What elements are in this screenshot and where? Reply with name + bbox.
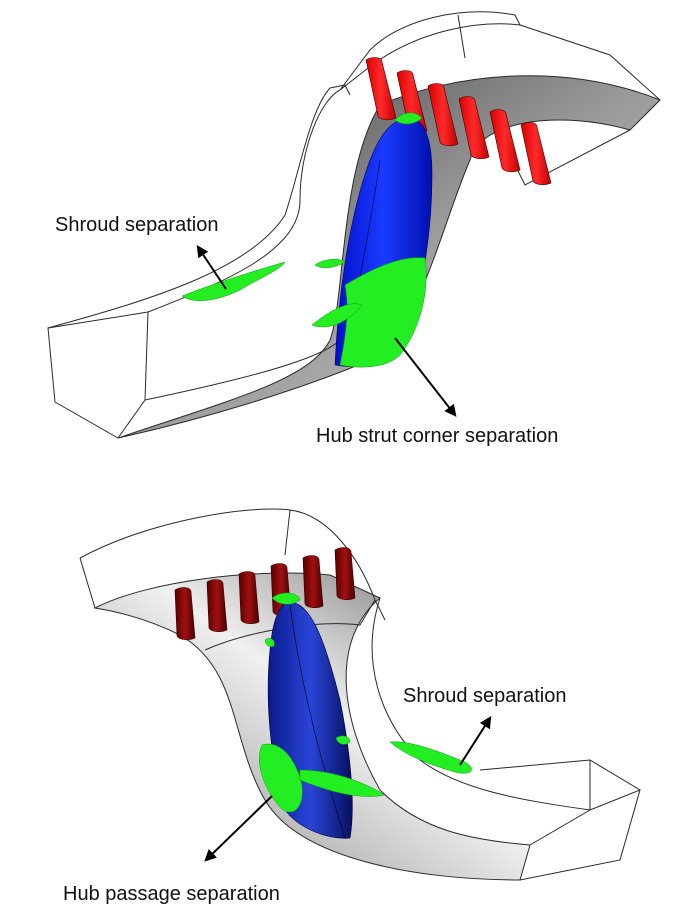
top-vane-1 <box>365 57 397 121</box>
bottom-strut-mid-blob <box>299 769 386 797</box>
top-vane-4 <box>458 96 490 160</box>
bottom-shroud-separation-blob <box>389 741 472 774</box>
bottom-vane-5 <box>302 555 324 609</box>
top-hub-strut-corner-label: Hub strut corner separation <box>316 425 559 447</box>
bottom-strut-edge <box>289 604 346 839</box>
bottom-hub-passage-label: Hub passage separation <box>63 883 280 905</box>
top-strut-leading-blob <box>311 303 363 328</box>
top-panel <box>47 11 661 439</box>
bottom-shroud-arrow <box>459 715 492 766</box>
top-shroud-arrow <box>196 245 227 290</box>
top-strut-tip-blob <box>394 112 423 125</box>
bottom-strut-upper-blob <box>264 638 275 647</box>
bottom-vane-1 <box>174 587 196 641</box>
bottom-panel <box>79 508 641 881</box>
top-separation-zones <box>181 112 427 368</box>
bottom-vane-6 <box>334 547 356 601</box>
top-vane-3 <box>427 83 459 147</box>
top-hub-corner-arrow <box>394 337 457 417</box>
top-hub-strut-corner-blob <box>339 257 427 368</box>
bottom-shroud-separation-label: Shroud separation <box>403 685 567 707</box>
top-shroud-small-blob <box>314 259 346 269</box>
top-vane-6 <box>520 122 552 186</box>
bottom-strut-tip-blob <box>271 592 301 605</box>
bottom-separation-zones <box>259 592 472 813</box>
bottom-hub-passage-blob <box>259 743 303 813</box>
bottom-hub-passage-arrow <box>204 795 273 862</box>
bottom-strut-side-blob <box>335 735 351 745</box>
top-vane-5 <box>489 109 521 173</box>
top-shroud-separation-blob <box>181 261 286 301</box>
top-shroud-separation-label: Shroud separation <box>55 214 219 236</box>
bottom-vane-2 <box>206 579 228 633</box>
bottom-vane-3 <box>238 571 260 625</box>
